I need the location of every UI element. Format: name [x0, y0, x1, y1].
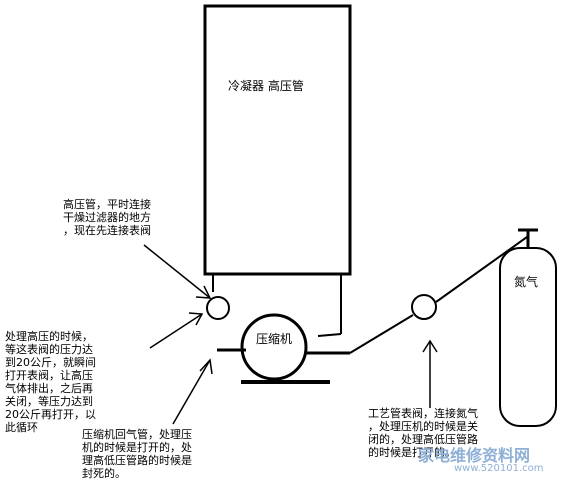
watermark-url: www.520101.com [454, 463, 544, 474]
arrow-high-pressure-note [143, 244, 212, 299]
arrow-return-pipe-note [172, 358, 213, 425]
arrow-procedure-note [149, 312, 204, 349]
process-valve [411, 294, 437, 320]
process-pipe-rise [349, 314, 414, 354]
condenser-box [203, 4, 352, 276]
condenser-label: 冷凝器 高压管 [228, 79, 304, 93]
watermark-title: 家电维修资料网 [418, 446, 531, 465]
discharge-pipe-bend [317, 333, 342, 337]
high-pressure-valve [206, 296, 230, 320]
nitrogen-hose [435, 236, 528, 303]
arrow-process-pipe-note [422, 339, 438, 408]
high-pressure-note: 高压管，平时连接 干燥过滤器的地方 ，现在先连接表阀 [63, 198, 151, 237]
nitrogen-label: 氮气 [514, 275, 539, 289]
compressor-body [240, 313, 308, 381]
procedure-note: 处理高压的时候， 等这表阀的压力达 到20公斤，就瞬间 打开表阀，让高压 气体排… [5, 330, 96, 434]
compressor-label: 压缩机 [256, 332, 293, 346]
return-pipe-note: 压缩机回气管，处理压 机的时候是打开的，处 理高低压管路的时候是 封死的。 [82, 428, 192, 480]
process-pipe-note: 工艺管表阀，连接氮气 ，处理压机的时候是关 闭的，处理高低压管路 的时候是打开的… [368, 407, 478, 459]
